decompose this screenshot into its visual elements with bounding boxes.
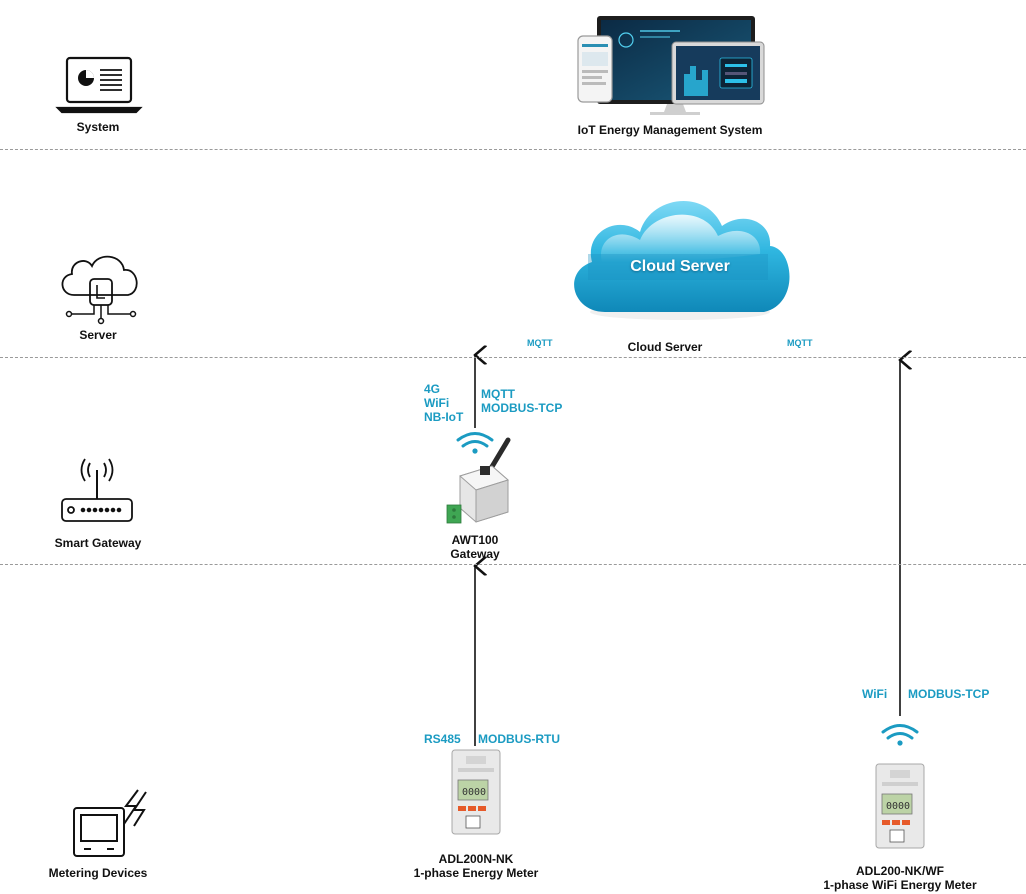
router-icon (61, 458, 133, 522)
meter2-device-graphic: 0000 (875, 763, 925, 849)
gateway-device-graphic (446, 437, 511, 524)
layer-label-gateway: Smart Gateway (54, 536, 142, 550)
meter-lightning-icon (73, 789, 147, 857)
cloud-mqtt-right: MQTT (787, 338, 813, 348)
cloud-title: Cloud Server (630, 258, 730, 275)
divider-gateway-metering (0, 564, 1026, 565)
cloud-server-graphic (574, 201, 790, 320)
gateway-networks: 4G WiFi NB-IoT (424, 382, 464, 424)
gateway-name: AWT100 Gateway (450, 533, 500, 561)
cloud-network-icon (61, 255, 138, 325)
meter1-protocol: MODBUS-RTU (478, 732, 560, 746)
divider-server-gateway (0, 357, 1026, 358)
laptop-chart-icon (55, 56, 143, 114)
meter2-name: ADL200-NK/WF 1-phase WiFi Energy Meter (823, 864, 977, 892)
cloud-mqtt-left: MQTT (527, 338, 553, 348)
wifi-icon (456, 432, 494, 454)
layer-label-server: Server (79, 328, 117, 342)
layer-label-metering: Metering Devices (48, 866, 148, 880)
system-label: IoT Energy Management System (577, 123, 763, 137)
meter2-protocol: MODBUS-TCP (908, 687, 990, 701)
layer-label-system: System (76, 120, 120, 134)
cloud-server-label: Cloud Server (627, 340, 703, 354)
management-system-screens (577, 16, 765, 115)
gateway-protocols: MQTT MODBUS-TCP (481, 387, 563, 415)
divider-system-server (0, 149, 1026, 150)
meter1-interface: RS485 (424, 732, 461, 746)
wifi-icon (881, 724, 919, 746)
svg-text:0000: 0000 (886, 801, 910, 812)
svg-text:0000: 0000 (462, 787, 486, 798)
meter2-interface: WiFi (862, 687, 888, 701)
meter1-device-graphic: 0000 (451, 749, 501, 835)
meter1-name: ADL200N-NK 1-phase Energy Meter (413, 852, 539, 880)
